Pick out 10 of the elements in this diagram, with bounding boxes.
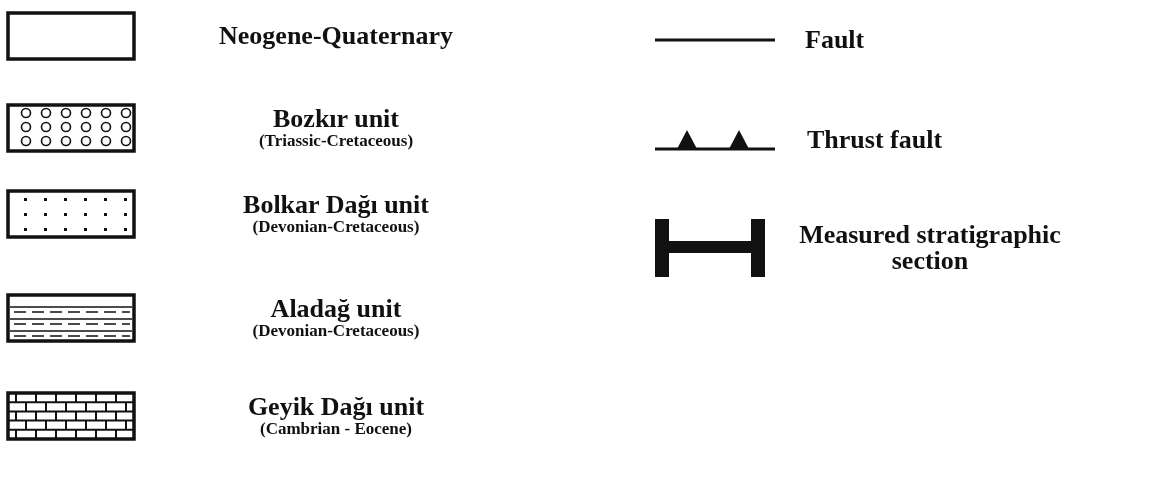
legend-label: Measured stratigraphic section	[798, 222, 1062, 274]
legend-label: Bolkar Dağı unit	[243, 192, 429, 218]
legend-label: Neogene-Quaternary	[219, 23, 453, 49]
age-range-label: (Devonian-Cretaceous)	[252, 218, 420, 236]
legend-label: Fault	[805, 27, 865, 53]
age-range-label: (Devonian-Cretaceous)	[252, 322, 420, 340]
age-range-label: (Triassic-Cretaceous)	[258, 132, 414, 150]
age-range-label: (Cambrian - Eocene)	[260, 420, 412, 438]
legend-label: Bozkır unit	[273, 106, 399, 132]
legend-label: Thrust fault	[807, 127, 943, 153]
